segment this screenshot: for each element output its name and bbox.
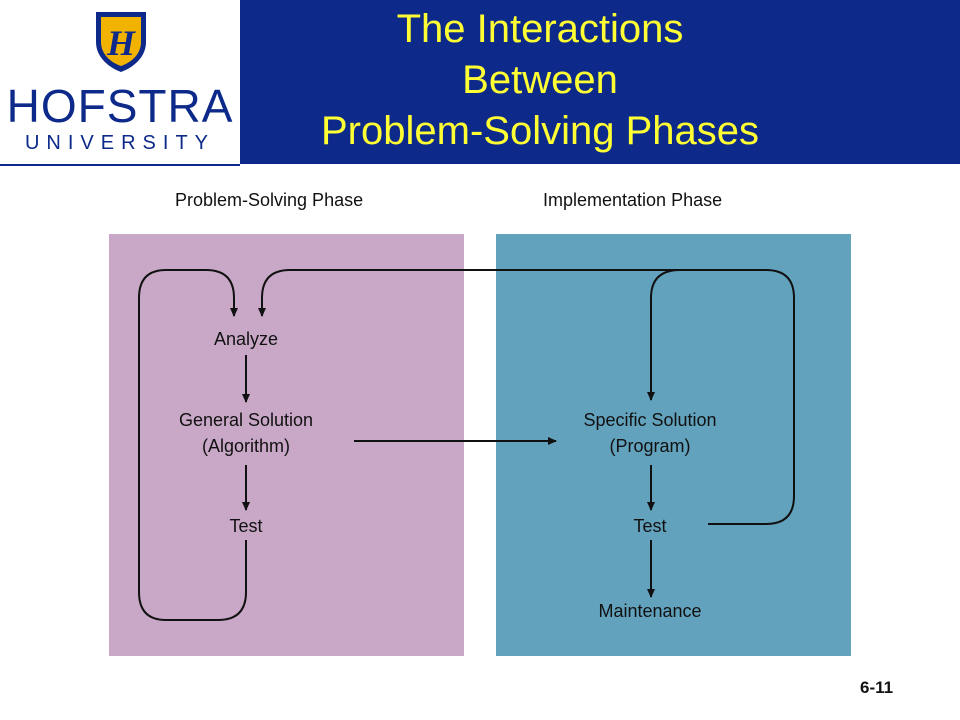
arrow-test-loop-left bbox=[138, 269, 247, 621]
arrow-loop-to-specific bbox=[647, 269, 700, 401]
node-test-right: Test bbox=[633, 516, 667, 536]
logo-wordmark: HOFSTRA bbox=[6, 80, 234, 132]
node-specific-solution: Specific Solution (Program) bbox=[550, 407, 750, 459]
shield-letter: H bbox=[106, 23, 136, 63]
page-number: 6-11 bbox=[860, 678, 894, 697]
title-line-3: Problem-Solving Phases bbox=[321, 109, 759, 153]
title-line-1: The Interactions bbox=[396, 7, 684, 51]
node-general-solution: General Solution (Algorithm) bbox=[146, 407, 346, 459]
title-bar bbox=[240, 0, 960, 164]
general-solution-line-2: (Algorithm) bbox=[201, 436, 290, 456]
general-solution-line-1: General Solution bbox=[178, 410, 314, 430]
problem-solving-phase-label: Problem-Solving Phase bbox=[175, 190, 364, 210]
header-rule bbox=[0, 164, 240, 166]
node-analyze: Analyze bbox=[213, 329, 279, 349]
implementation-panel bbox=[496, 234, 851, 656]
arrow-test-loop-right bbox=[258, 269, 795, 525]
specific-solution-line-2: (Program) bbox=[609, 436, 691, 456]
slide-title: The Interactions Between Problem-Solving… bbox=[240, 4, 840, 157]
node-test-left: Test bbox=[229, 516, 263, 536]
logo: H HOFSTRA UNIVERSITY bbox=[0, 0, 240, 164]
shield-icon: H bbox=[96, 12, 146, 72]
problem-solving-panel bbox=[109, 234, 464, 656]
logo-subtitle: UNIVERSITY bbox=[24, 132, 216, 154]
title-line-2: Between bbox=[462, 58, 618, 102]
specific-solution-line-1: Specific Solution bbox=[583, 410, 717, 430]
header: H HOFSTRA UNIVERSITY The Interactions Be… bbox=[0, 0, 960, 166]
implementation-phase-label: Implementation Phase bbox=[543, 190, 723, 210]
node-maintenance: Maintenance bbox=[598, 601, 702, 621]
